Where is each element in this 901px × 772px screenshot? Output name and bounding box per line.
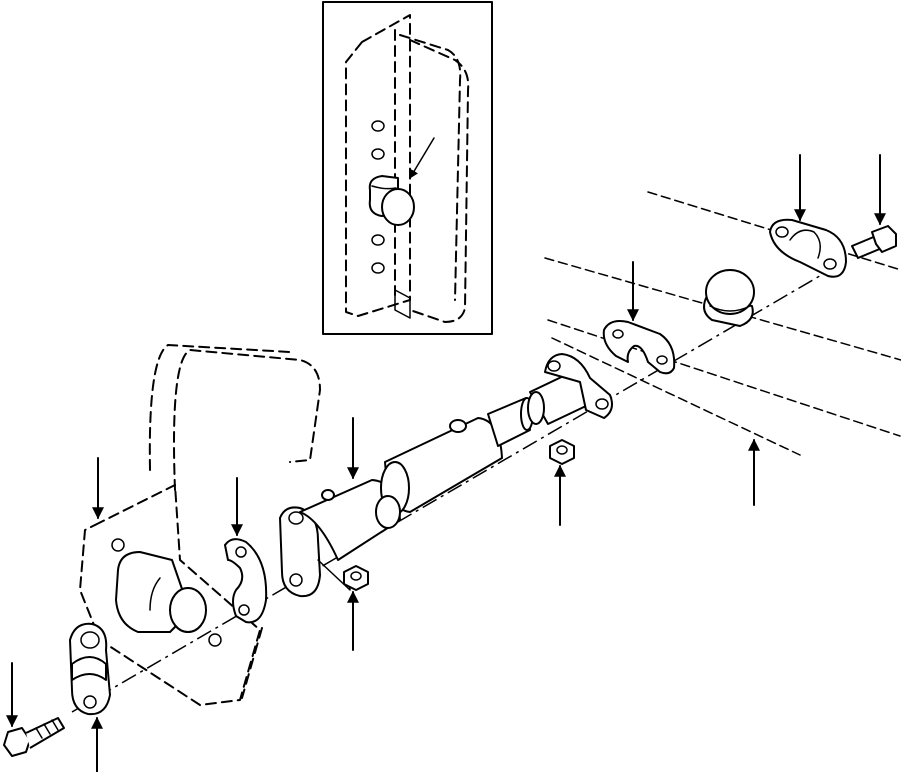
right-cap-screw: [851, 225, 897, 259]
mounted-ball-stud: [115, 551, 207, 633]
inset-mounted-ball-stud: [368, 175, 415, 226]
left-cap-screw: [3, 717, 65, 757]
right-lock-nut: [549, 439, 575, 465]
inset-mount-bracket: [345, 14, 470, 323]
left-shim: [224, 538, 268, 624]
loose-ball-stud: [703, 269, 755, 327]
bracket-plate: [79, 344, 321, 706]
callout-arrows: [6, 154, 886, 772]
inset-callout-arrow: [409, 137, 435, 179]
hydraulic-cylinder-barrel: [375, 417, 503, 529]
rod-end-clamp: [527, 353, 613, 425]
left-end-clamp-cap: [69, 622, 111, 716]
assembly-axis: [71, 269, 831, 713]
inset-detail-frame: [322, 1, 493, 335]
right-end-clamp-cap: [769, 218, 847, 278]
right-shim: [602, 320, 676, 375]
cylinder-end-clamp: [279, 479, 401, 598]
left-lock-nut: [343, 565, 369, 591]
piston-rod: [487, 397, 534, 447]
